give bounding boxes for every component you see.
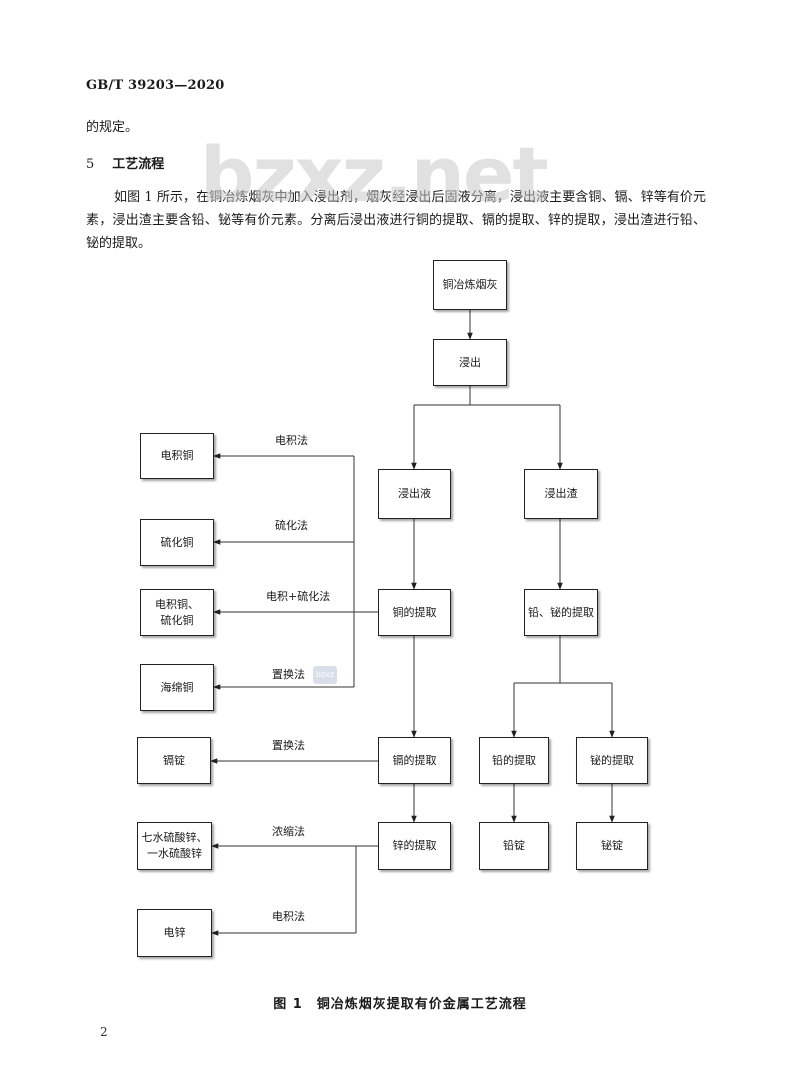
label-sulfidation: 硫化法	[275, 519, 308, 532]
box-sponge-copper: 海绵铜	[140, 664, 214, 711]
box-lead-bismuth-extraction: 铅、铋的提取	[524, 589, 598, 636]
box-lead-extraction: 铅的提取	[479, 737, 549, 784]
label-concentration: 浓缩法	[272, 825, 305, 838]
box-cadmium-ingot: 镉锭	[137, 737, 211, 784]
box-electro-copper: 电积铜	[140, 433, 214, 479]
box-cadmium-extraction: 镉的提取	[378, 737, 451, 784]
label-cementation-copper: 置换法	[272, 668, 305, 681]
watermark-badge: bzxz	[313, 666, 337, 684]
box-electro-copper-sulfide: 电积铜、 硫化铜	[140, 589, 214, 636]
figure-caption: 图 1 铜冶炼烟灰提取有价金属工艺流程	[273, 997, 527, 1012]
body-paragraph: 如图 1 所示，在铜冶炼烟灰中加入浸出剂，烟灰经浸出后固液分离，浸出液主要含铜、…	[86, 186, 706, 255]
box-zinc-sulfate: 七水硫酸锌、 一水硫酸锌	[137, 822, 212, 870]
label-electrowinning-zinc: 电积法	[272, 910, 305, 923]
continuation-text: 的规定。	[86, 120, 139, 135]
label-electro-sulfidation: 电积+硫化法	[266, 590, 331, 603]
box-electro-zinc: 电锌	[137, 909, 212, 957]
box-lead-ingot: 铅锭	[479, 822, 549, 870]
box-smelting-dust: 铜冶炼烟灰	[433, 260, 507, 310]
standard-number: GB/T 39203—2020	[86, 78, 225, 93]
box-leaching: 浸出	[433, 339, 507, 386]
box-leachate: 浸出液	[378, 469, 451, 519]
watermark: bzxz.net	[200, 130, 549, 219]
label-electrowinning-copper: 电积法	[275, 434, 308, 447]
box-leach-residue: 浸出渣	[524, 469, 598, 519]
box-zinc-extraction: 锌的提取	[378, 822, 451, 870]
section-heading: 5 工艺流程	[86, 153, 164, 172]
box-bismuth-extraction: 铋的提取	[576, 737, 648, 784]
label-cementation-cadmium: 置换法	[272, 739, 305, 752]
page-number: 2	[100, 1025, 108, 1039]
section-number: 5	[86, 157, 95, 172]
section-title: 工艺流程	[112, 157, 165, 172]
box-copper-sulfide: 硫化铜	[140, 519, 214, 566]
body-text: 如图 1 所示，在铜冶炼烟灰中加入浸出剂，烟灰经浸出后固液分离，浸出液主要含铜、…	[86, 190, 706, 251]
box-copper-extraction: 铜的提取	[378, 589, 451, 636]
box-bismuth-ingot: 铋锭	[576, 822, 648, 870]
